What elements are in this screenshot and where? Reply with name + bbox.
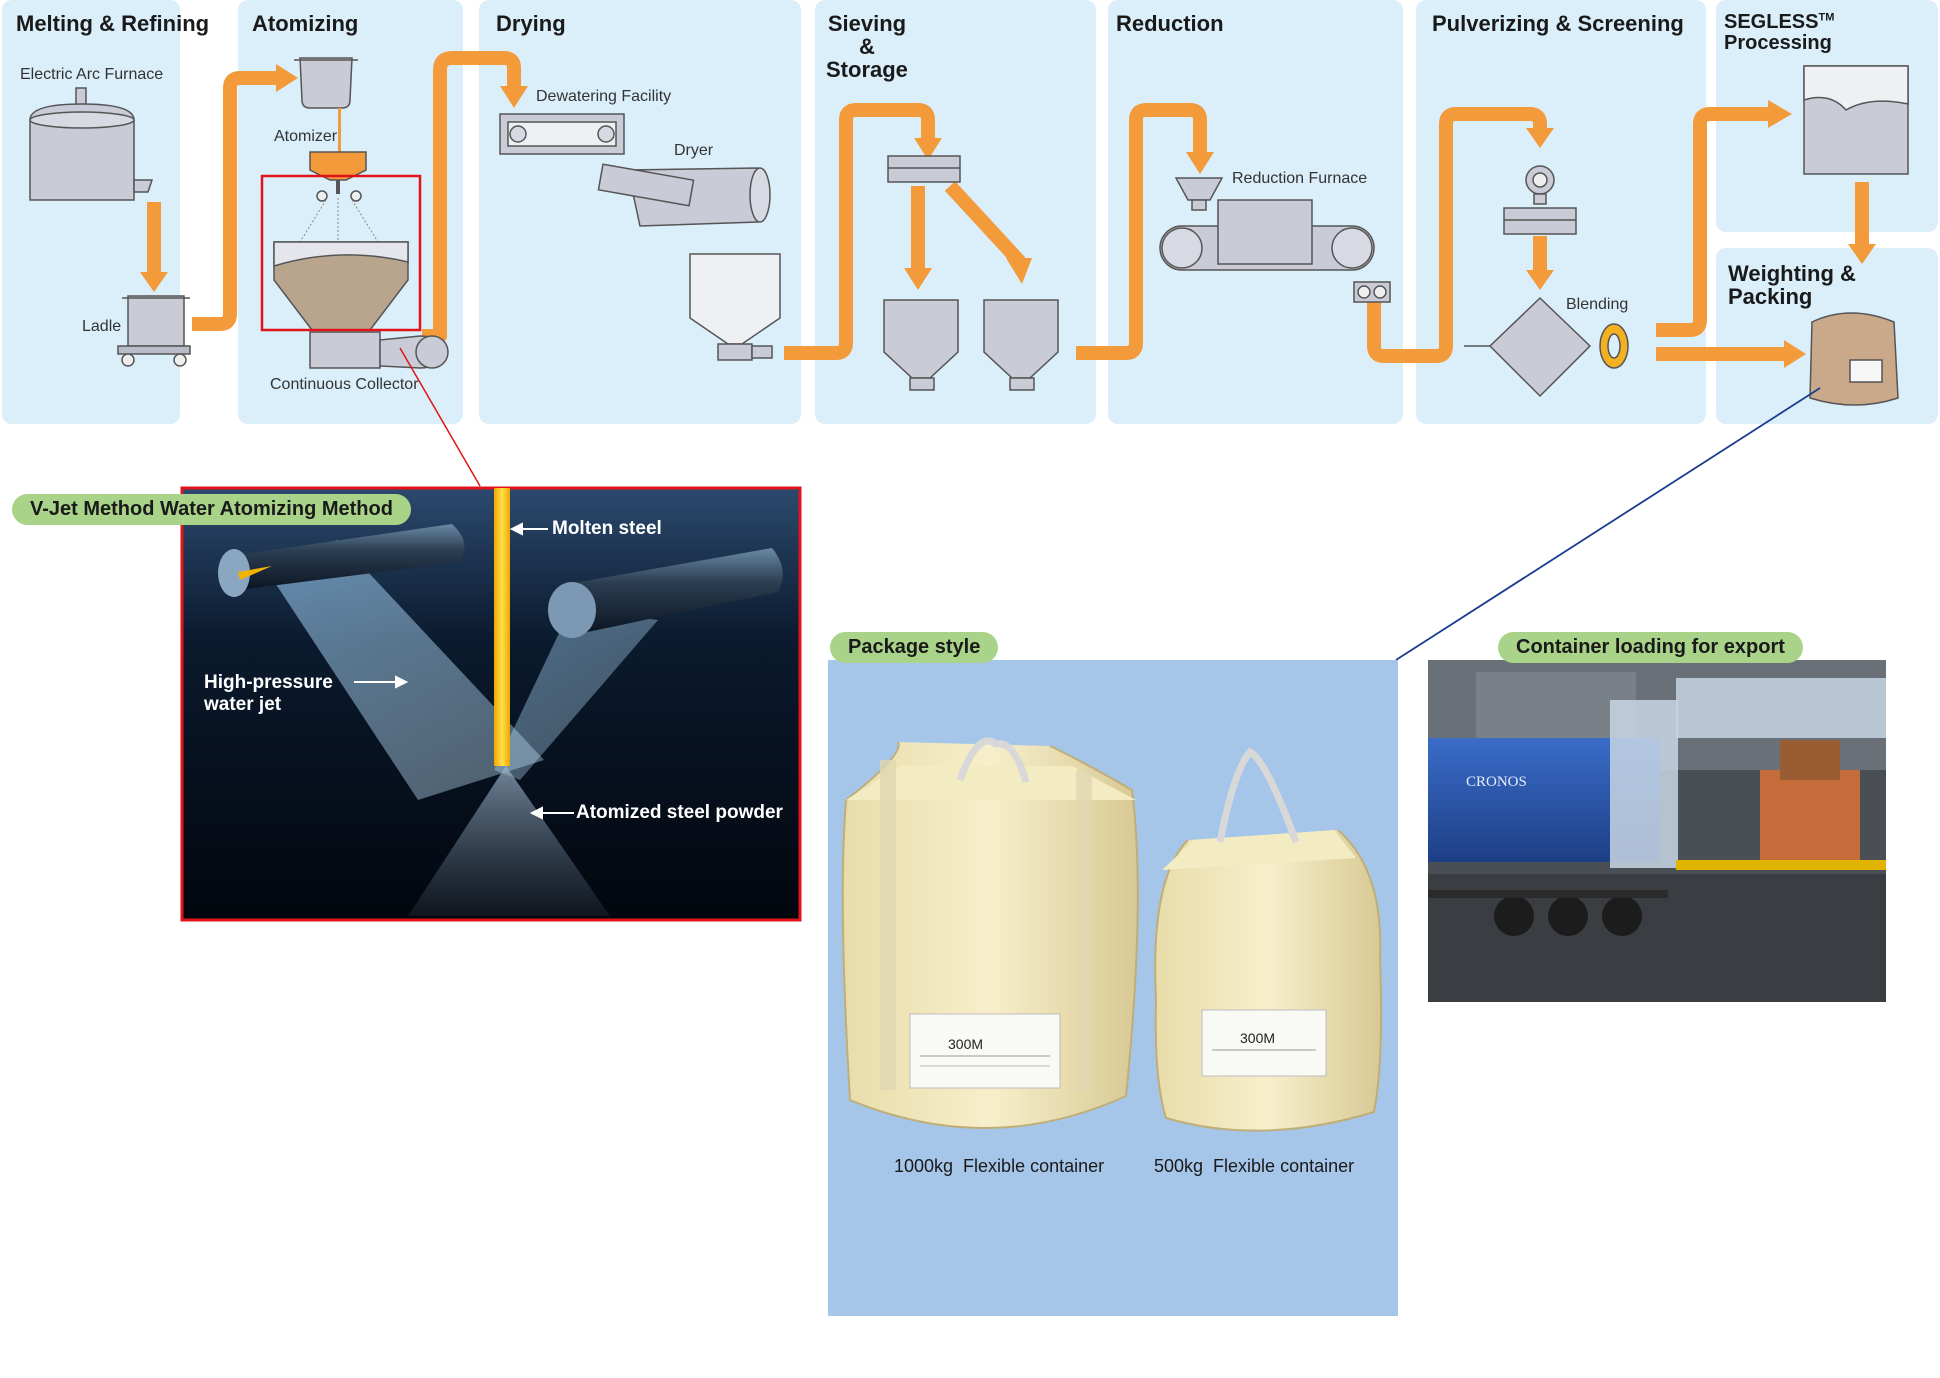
- electric-arc-furnace-icon: [29, 87, 154, 201]
- flow-blending-segless: [1656, 107, 1770, 337]
- storage-tank-2-icon: [983, 299, 1059, 391]
- stage-title-melting: Melting & Refining: [16, 11, 210, 36]
- segless-tank-icon: [1803, 65, 1909, 175]
- label-high-pressure-2: water jet: [204, 694, 282, 715]
- label-high-pressure-1: High-pressure: [204, 672, 333, 693]
- stage-title-reduction: Reduction: [1116, 11, 1224, 36]
- label-atomized-powder: Atomized steel powder: [576, 802, 783, 823]
- caption-500kg: 500kg Flexible container: [1154, 1156, 1355, 1176]
- label-dryer: Dryer: [674, 142, 714, 159]
- molten-steel-stream: [494, 488, 510, 766]
- bag-small-tag-text: 300M: [1240, 1030, 1276, 1046]
- vjet-panel: [180, 486, 802, 922]
- label-dewatering-facility: Dewatering Facility: [536, 88, 672, 105]
- stage-title-segless: SEGLESSTM Processing: [1724, 12, 1940, 54]
- dryer-icon: [597, 163, 771, 227]
- flow-drying-sieving: [784, 103, 935, 360]
- water-jet-right: [494, 610, 658, 780]
- right-nozzle-pipe: [548, 548, 783, 638]
- bag-500kg: [1154, 747, 1383, 1132]
- stage-title-weighting: Weighting & Packing: [1728, 261, 1856, 310]
- flow-sieve-tank2: [944, 181, 1026, 267]
- label-molten-steel: Molten steel: [552, 518, 662, 539]
- stage-title-atomizing: Atomizing: [252, 11, 359, 36]
- tundish-icon: [294, 57, 358, 109]
- zoom-callout-line: [399, 347, 481, 487]
- drying-hopper-icon: [689, 253, 781, 361]
- vjet-label-arrows: [354, 522, 574, 820]
- flow-arrowheads: [140, 64, 1876, 368]
- sieve-icon: [887, 155, 961, 183]
- flow-collector-dewatering: [422, 51, 521, 343]
- label-continuous-collector: Continuous Collector: [270, 376, 419, 393]
- label-electric-arc-furnace: Electric Arc Furnace: [20, 66, 164, 83]
- water-jet-left: [260, 540, 544, 800]
- label-atomizer: Atomizer: [274, 128, 338, 145]
- powder-cone: [408, 766, 610, 916]
- pulverizer-icon: [1503, 165, 1577, 235]
- stage-title-sieving: Sieving & Storage: [826, 11, 908, 83]
- flow-sieving-reduction: [1076, 103, 1207, 360]
- stage-title-drying: Drying: [496, 11, 566, 36]
- stage-title-pulverizing: Pulverizing & Screening: [1432, 11, 1684, 36]
- bag-1000kg: [841, 737, 1139, 1129]
- ladle-icon: [117, 295, 191, 367]
- label-blending: Blending: [1566, 296, 1629, 313]
- flow-reduction-pulverizing: [1367, 107, 1547, 363]
- container-title-pill: Container loading for export: [1498, 632, 1803, 663]
- molten-stream-icon: [338, 108, 341, 152]
- blender-icon: [1464, 296, 1629, 398]
- flexible-bag-icon: [1809, 312, 1899, 406]
- segless-suffix: Processing: [1724, 32, 1832, 54]
- storage-tank-1-icon: [883, 299, 959, 391]
- flow-arrows: [147, 51, 1869, 363]
- segless-name: SEGLESS: [1724, 11, 1819, 33]
- container-loading-photo: [1428, 660, 1886, 1002]
- bag-large-tag-text: 300M: [948, 1036, 984, 1052]
- atomizer-icon: [299, 151, 379, 244]
- reduction-furnace-icon: [1159, 177, 1391, 303]
- package-panel: [828, 660, 1398, 1316]
- vjet-title-pill: V-Jet Method Water Atomizing Method: [12, 494, 411, 525]
- flow-ladle-atomizer: [192, 71, 278, 331]
- label-reduction-furnace: Reduction Furnace: [1232, 170, 1368, 187]
- truck-brand-text: CRONOS: [1466, 774, 1527, 790]
- dewatering-facility-icon: [499, 113, 625, 155]
- atomizer-highlight-box: [260, 174, 422, 332]
- caption-1000kg: 1000kg Flexible container: [894, 1156, 1105, 1176]
- package-title-pill: Package style: [830, 632, 999, 663]
- packing-callout-line: [1395, 387, 1821, 661]
- collector-tank-icon: [273, 241, 449, 369]
- label-ladle: Ladle: [82, 318, 122, 335]
- left-nozzle-pipe: [218, 524, 465, 597]
- segless-tm: TM: [1818, 11, 1835, 24]
